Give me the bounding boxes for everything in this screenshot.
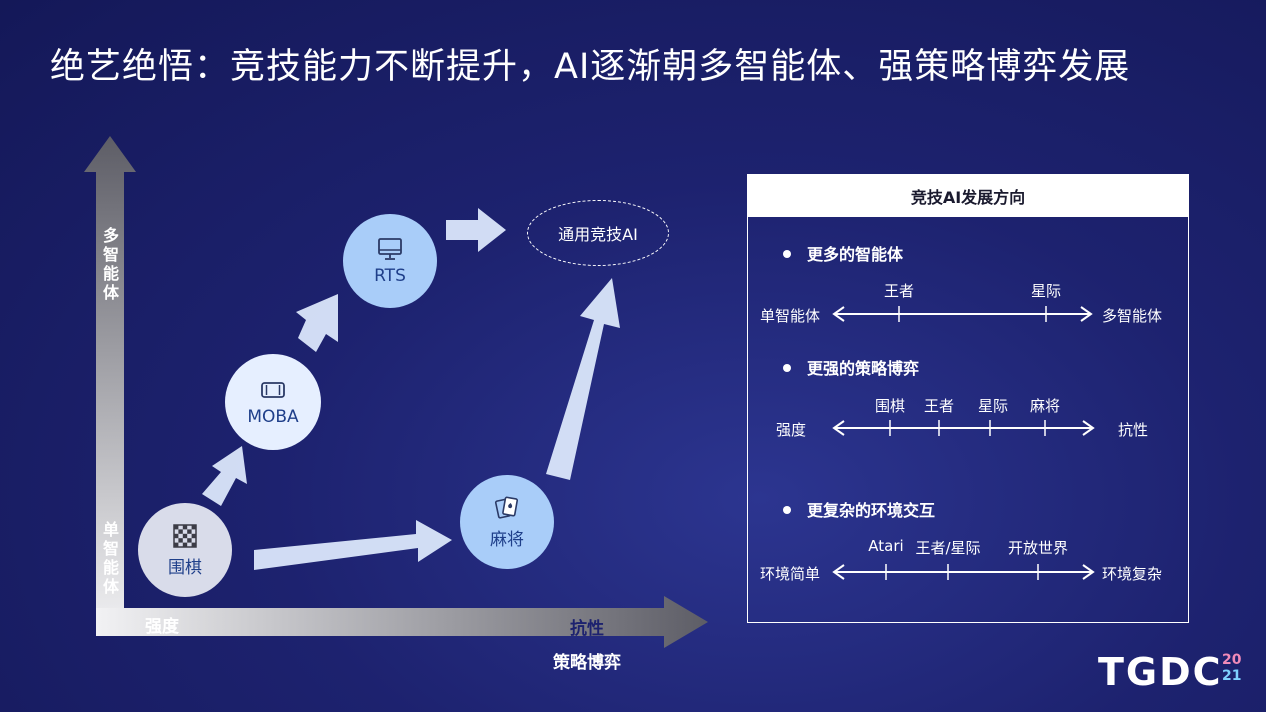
scale1-right-label: 多智能体 (1102, 307, 1163, 325)
scale2-right-label: 抗性 (1118, 421, 1149, 439)
bullet-dot (783, 505, 791, 514)
playing-cards-icon (494, 496, 519, 519)
node-moba: MOBA (225, 354, 321, 450)
monitor-icon (378, 238, 402, 260)
bullet-dot (783, 363, 791, 372)
direction-panel: 竞技AI发展方向 更多的智能体 单智能体 多智能体 王者 星际 更强的策略博弈 … (747, 174, 1189, 623)
scale3-left-label: 环境简单 (760, 565, 821, 583)
panel-header: 竞技AI发展方向 (748, 175, 1188, 217)
arrow-moba-to-rts (296, 294, 338, 352)
node-mahjong: 麻将 (460, 475, 554, 569)
scale2-tick-1: 围棋 (874, 397, 906, 415)
arrow-rts-to-goal (446, 208, 506, 252)
bullet-stronger-strategy: 更强的策略博弈 (783, 355, 919, 379)
bullet-label: 更复杂的环境交互 (807, 501, 936, 520)
phone-icon (261, 382, 285, 398)
scale3-tick-1: Atari (868, 537, 904, 555)
bullet-label: 更多的智能体 (807, 245, 904, 264)
y-axis-bottom-label: 单智能体 (102, 520, 119, 596)
node-moba-label: MOBA (247, 407, 299, 427)
tgdc-logo: TGDC (1098, 650, 1223, 694)
node-goal-label: 通用竞技AI (558, 225, 638, 244)
x-axis-left-label: 强度 (145, 617, 179, 637)
logo-year-top: 20 (1222, 652, 1242, 668)
x-axis-right-label: 抗性 (570, 619, 604, 639)
node-goal: 通用竞技AI (527, 200, 669, 266)
node-rts-label: RTS (374, 266, 406, 286)
page-title: 绝艺绝悟：竞技能力不断提升，AI逐渐朝多智能体、强策略博弈发展 (50, 47, 1131, 87)
scale3-tick-3: 开放世界 (1007, 539, 1069, 557)
arrow-mahjong-to-goal (546, 278, 620, 480)
scale2-line (832, 420, 1095, 436)
scale2-tick-2: 王者 (923, 397, 955, 415)
node-go-label: 围棋 (168, 557, 202, 578)
scale2-tick-4: 麻将 (1029, 397, 1061, 415)
scale3-right-label: 环境复杂 (1102, 565, 1163, 583)
scale3-tick-2: 王者/星际 (915, 539, 981, 557)
scale1-tick-1: 王者 (883, 282, 915, 300)
bullet-complex-environment: 更复杂的环境交互 (783, 497, 935, 521)
bullet-label: 更强的策略博弈 (807, 359, 920, 378)
y-axis-arrow (84, 136, 136, 636)
tgdc-logo-year: 20 21 (1222, 652, 1241, 684)
scale1-tick-2: 星际 (1030, 282, 1062, 300)
node-go: 围棋 (138, 503, 232, 597)
scale3-line (832, 564, 1095, 580)
logo-year-bottom: 21 (1222, 668, 1242, 684)
scale1-left-label: 单智能体 (760, 307, 821, 325)
arrow-go-to-mahjong (254, 520, 452, 570)
chessboard-icon (173, 523, 197, 548)
scale2-left-label: 强度 (776, 421, 807, 439)
y-axis-top-label: 多智能体 (102, 226, 119, 302)
scale2-tick-3: 星际 (977, 397, 1009, 415)
x-axis-title: 策略博弈 (553, 653, 621, 673)
node-mahjong-label: 麻将 (490, 529, 524, 550)
bullet-dot (783, 249, 791, 258)
node-rts: RTS (343, 214, 437, 308)
bullet-more-agents: 更多的智能体 (783, 241, 903, 265)
scale1-line (832, 306, 1093, 322)
x-axis-arrow (96, 596, 708, 648)
arrow-go-to-moba (202, 446, 247, 506)
